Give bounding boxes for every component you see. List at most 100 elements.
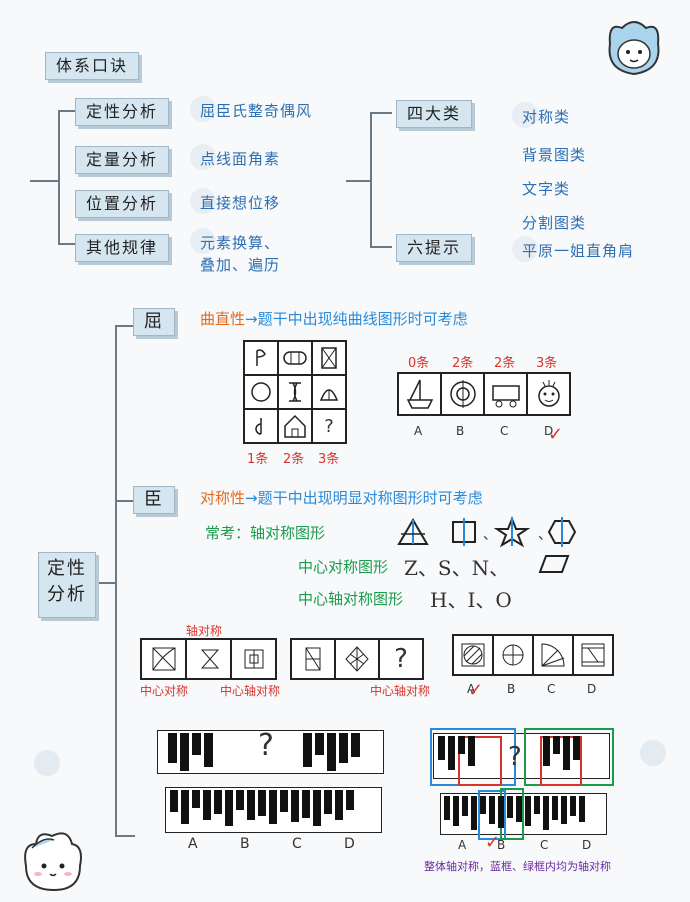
bar-segment <box>302 790 310 818</box>
option-label: C <box>547 682 556 696</box>
opt-count: 3条 <box>536 356 558 371</box>
bar-segment <box>543 796 549 830</box>
bar-option-label: C <box>540 838 549 852</box>
mnemonic-text: 叠加、遍历 <box>200 256 281 274</box>
sep: 、 <box>483 527 497 543</box>
bar-segment <box>291 790 299 822</box>
bar-segment <box>214 790 222 814</box>
option-label: B <box>507 682 516 696</box>
bar-option-label: A <box>188 836 198 852</box>
grid-cell <box>278 341 312 375</box>
blue-frame <box>478 790 506 840</box>
tag-chen: 臣 <box>133 486 175 514</box>
brace-vline <box>58 110 60 244</box>
grid-cell <box>244 375 278 409</box>
bar-segment <box>180 733 189 771</box>
bar-segment <box>315 733 324 755</box>
red-frame <box>540 736 582 786</box>
tag-dingxing: 定性分析 <box>75 98 170 126</box>
bar-segment <box>448 736 455 770</box>
category-item: 文字类 <box>522 180 571 198</box>
mascot-icon <box>24 832 82 892</box>
qu-question-grid: ? <box>243 340 347 444</box>
bar-segment <box>561 796 567 824</box>
bar-segment <box>471 796 477 830</box>
opt-count: 0条 <box>408 356 430 371</box>
category-item: 背景图类 <box>522 146 587 164</box>
brace-tick <box>58 110 76 112</box>
bar-segment <box>507 796 513 818</box>
mnemonic-text: 直接想位移 <box>190 188 280 214</box>
axis-shape-icons <box>397 516 577 548</box>
seq-cell <box>291 639 335 679</box>
option-cell <box>533 635 573 675</box>
bar-segment <box>480 796 486 814</box>
brace-tick <box>370 246 392 248</box>
bar-segment <box>534 796 540 814</box>
bar-segment <box>346 790 354 810</box>
sep: 、 <box>538 527 552 543</box>
option-cell <box>493 635 533 675</box>
check-icon: ✓ <box>548 424 564 445</box>
bar-segment <box>570 796 576 816</box>
bar-segment <box>280 790 288 812</box>
bar-segment <box>170 790 178 812</box>
grid-cell-question: ? <box>312 409 346 443</box>
axis-label: 轴对称 <box>186 624 223 638</box>
hint-text: 平原一姐直角肩 <box>512 236 634 262</box>
brace-line <box>346 180 372 182</box>
opt-count: 2条 <box>452 356 474 371</box>
bar-question-mark: ? <box>258 728 274 763</box>
bar-segment <box>303 733 312 767</box>
decor-dot <box>640 740 666 766</box>
option-cell <box>398 373 441 415</box>
bar-option-label: D <box>582 838 592 852</box>
bar-segment <box>351 733 360 757</box>
mnemonic-text: 元素换算、 <box>190 228 280 254</box>
option-cell <box>453 635 493 675</box>
seq-cell <box>186 639 231 679</box>
tag-qita: 其他规律 <box>75 234 170 262</box>
bar-segment <box>498 796 504 828</box>
common-axis: 常考：轴对称图形 <box>205 524 326 542</box>
red-frame <box>458 736 502 786</box>
bar-option-label: B <box>497 838 506 852</box>
option-cell <box>441 373 484 415</box>
bar-segment <box>462 796 468 816</box>
bar-segment <box>444 796 450 820</box>
bar-segment <box>339 733 348 763</box>
center-axis-symmetric: 中心轴对称图形 <box>298 590 404 608</box>
qu-title: 曲直性→题干中出现纯曲线图形时可考虑 <box>200 310 468 328</box>
bar-segment <box>516 796 522 822</box>
bar-segment <box>489 796 495 824</box>
bar-segment <box>552 796 558 820</box>
side-tag: 定性分析 <box>38 552 96 618</box>
bar-segment <box>543 736 550 766</box>
bar-segment <box>247 790 255 820</box>
example-options <box>452 634 614 676</box>
bar-question-mark: ? <box>508 742 522 772</box>
bar-segment <box>269 790 277 824</box>
main-tick <box>96 582 116 584</box>
bar-segment <box>553 736 560 754</box>
bar-segment <box>453 796 459 826</box>
option-cell <box>527 373 570 415</box>
main-tick <box>115 500 135 502</box>
bar-segment <box>203 790 211 820</box>
grid-count: 1条 <box>247 452 269 467</box>
grid-cell <box>278 375 312 409</box>
example-sequence-1 <box>140 638 277 680</box>
mnemonic-text: 点线面角素 <box>190 144 280 170</box>
center-symmetric: 中心对称图形 <box>298 558 389 576</box>
tag-liutishi: 六提示 <box>396 234 473 262</box>
bar-segment <box>168 733 177 763</box>
bar-segment <box>438 736 445 760</box>
bar-segment <box>258 790 266 816</box>
bar-segment <box>335 790 343 820</box>
grid-cell <box>312 375 346 409</box>
option-cell <box>573 635 613 675</box>
grid-cell <box>278 409 312 443</box>
seq-cell <box>141 639 186 679</box>
mascot-icon <box>608 21 660 76</box>
option-cell <box>484 373 527 415</box>
